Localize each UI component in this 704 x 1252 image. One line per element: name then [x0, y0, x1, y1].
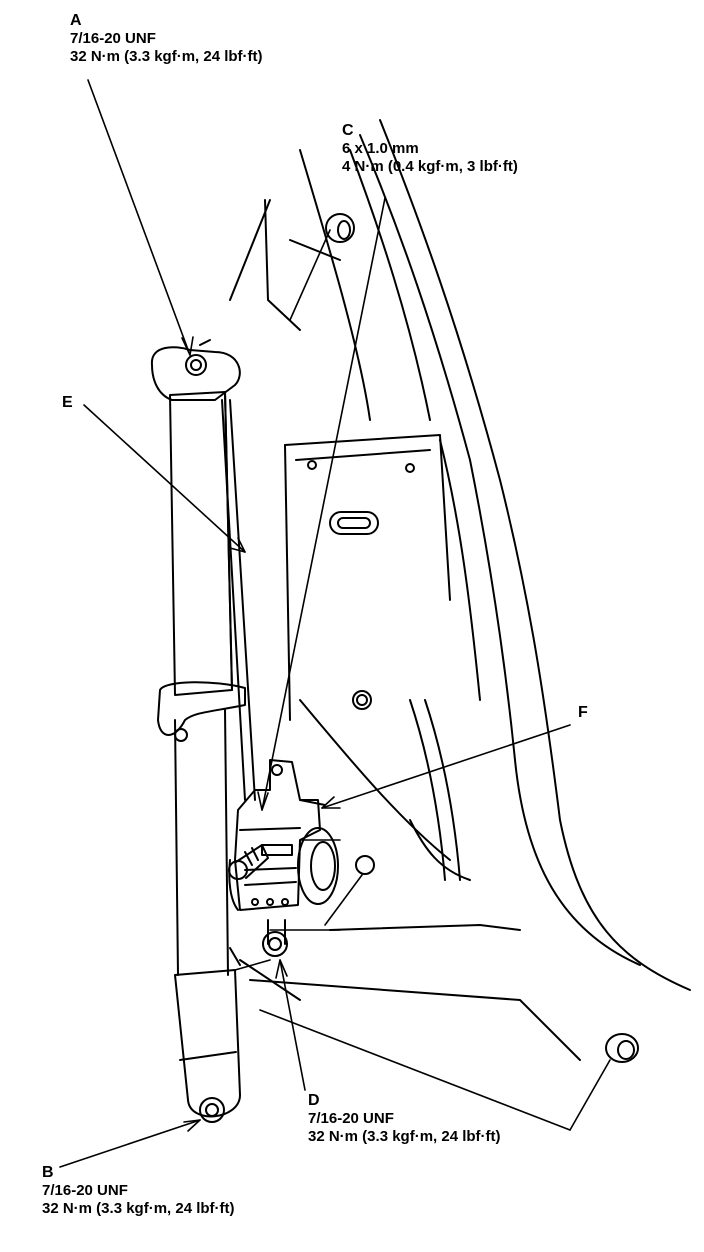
retractor [228, 759, 339, 957]
callout-a-letter: A [70, 12, 82, 29]
callout-f: F [578, 704, 588, 721]
panel-holes [307, 213, 639, 1063]
callout-a-spec: 7/16-20 UNF [70, 30, 156, 47]
body-panel [229, 119, 691, 1061]
callout-b: B 7/16-20 UNF 32 N·m (3.3 kgf·m, 24 lbf·… [42, 1164, 235, 1218]
callout-c-torque: 4 N·m (0.4 kgf·m, 3 lbf·ft) [342, 158, 518, 175]
callout-b-letter: B [42, 1164, 54, 1181]
callout-d-spec: 7/16-20 UNF [308, 1110, 394, 1127]
callout-d: D 7/16-20 UNF 32 N·m (3.3 kgf·m, 24 lbf·… [308, 1092, 501, 1146]
callout-d-letter: D [308, 1092, 320, 1109]
upper-anchor [150, 339, 241, 401]
leader-lines [59, 79, 611, 1168]
belt-webbing [157, 391, 256, 976]
lower-anchor [174, 947, 241, 1123]
callout-c-spec: 6 x 1.0 mm [342, 140, 419, 157]
callout-d-torque: 32 N·m (3.3 kgf·m, 24 lbf·ft) [308, 1128, 501, 1145]
callout-b-torque: 32 N·m (3.3 kgf·m, 24 lbf·ft) [42, 1200, 235, 1217]
callout-c: C 6 x 1.0 mm 4 N·m (0.4 kgf·m, 3 lbf·ft) [342, 122, 518, 176]
callout-b-spec: 7/16-20 UNF [42, 1182, 128, 1199]
callout-a-torque: 32 N·m (3.3 kgf·m, 24 lbf·ft) [70, 48, 263, 65]
callout-a: A 7/16-20 UNF 32 N·m (3.3 kgf·m, 24 lbf·… [70, 12, 263, 66]
callout-e: E [62, 394, 73, 411]
callout-c-letter: C [342, 122, 354, 139]
bolt-c [228, 844, 269, 880]
